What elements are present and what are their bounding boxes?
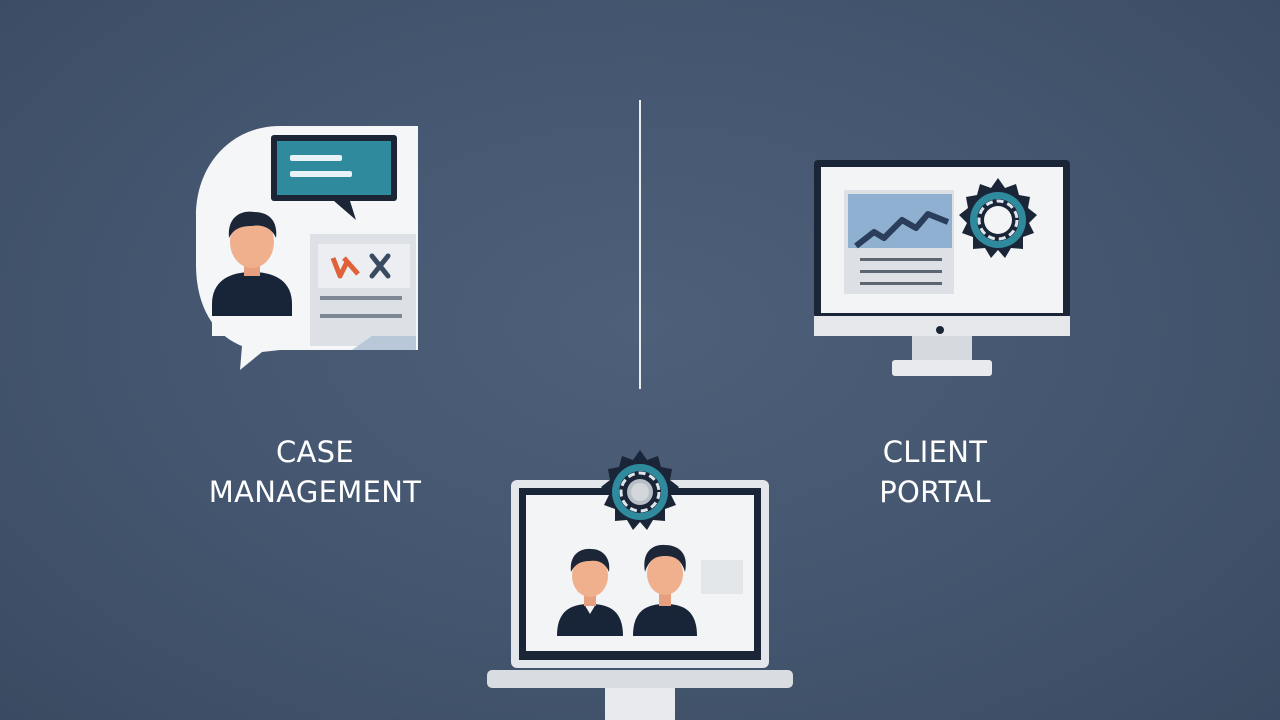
case-management-caption: CASE MANAGEMENT bbox=[190, 432, 440, 512]
client-portal-monitor-illustration bbox=[814, 160, 1070, 376]
person-avatar-icon bbox=[212, 211, 294, 336]
caption-line: MANAGEMENT bbox=[208, 475, 422, 509]
participant-avatar-icon bbox=[557, 548, 623, 636]
side-panel bbox=[701, 560, 743, 594]
video-conference-laptop-illustration bbox=[487, 450, 793, 720]
chat-message-icon bbox=[271, 135, 397, 220]
caption-line: PORTAL bbox=[879, 475, 991, 509]
power-button-icon bbox=[936, 326, 944, 334]
vertical-divider bbox=[639, 100, 641, 389]
caption-line: CASE bbox=[275, 435, 355, 469]
participant-avatar-icon bbox=[633, 544, 697, 636]
gear-icon bbox=[601, 450, 679, 530]
gear-icon bbox=[959, 178, 1037, 258]
caption-line: CLIENT bbox=[882, 435, 988, 469]
client-portal-caption: CLIENT PORTAL bbox=[840, 432, 1030, 512]
document-checkmarks-icon bbox=[310, 234, 416, 350]
chart-card-icon bbox=[844, 190, 954, 294]
case-management-illustration bbox=[196, 126, 418, 370]
